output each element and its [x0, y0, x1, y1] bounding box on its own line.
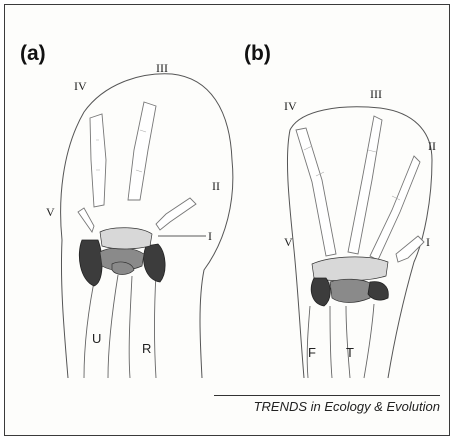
panel-a-digit-iv-label: IV	[74, 80, 87, 92]
panel-b-tarsal-right	[368, 282, 388, 300]
panel-b-digit-ii-label: II	[428, 140, 436, 152]
panel-a-digit-iii	[128, 102, 156, 200]
panel-b-digit-iv-label: IV	[284, 100, 297, 112]
panel-b-tarsal-mid	[330, 279, 372, 302]
panel-a-digit-v-label: V	[46, 206, 55, 218]
credit-rule	[214, 395, 440, 396]
panel-b-tibia	[346, 306, 350, 378]
panel-a-radius-edge	[155, 274, 157, 378]
panel-b-fibula-label: F	[308, 346, 316, 359]
panel-b-fibula	[307, 306, 310, 378]
panel-a-digit-ii	[156, 198, 196, 230]
panel-a-carpal-ulnar	[79, 240, 102, 286]
panel-a-label: (a)	[20, 42, 46, 66]
panel-a-carpal-radial	[144, 244, 165, 282]
panel-a-digit-v	[78, 208, 94, 232]
panel-b-digit-iv	[296, 128, 336, 256]
panel-b-digit-iii-label: III	[370, 88, 382, 100]
panel-a-carpal-distal	[100, 228, 152, 249]
panel-b-digit-v-label: V	[284, 236, 293, 248]
panel-b-drawing	[287, 107, 432, 378]
panel-b-tibia-edge	[364, 304, 374, 378]
panel-a-drawing	[61, 74, 233, 378]
panel-a-ulna-label: U	[92, 332, 101, 345]
panel-a-digit-i-label: I	[208, 230, 212, 242]
panel-b-digit-i	[396, 236, 424, 262]
panel-a-radius	[129, 276, 132, 378]
panel-b-digit-iii	[348, 116, 382, 254]
panel-a-digit-ii-label: II	[212, 180, 220, 192]
panel-b-label: (b)	[244, 42, 271, 66]
panel-b-tarsal-row	[312, 257, 388, 281]
journal-credit: TRENDS in Ecology & Evolution	[214, 399, 440, 414]
panel-a-ulna-edge	[108, 275, 118, 378]
panel-a-ulna	[84, 272, 96, 378]
panel-b-fibula-edge	[330, 306, 332, 378]
panel-a-radius-label: R	[142, 342, 151, 355]
panel-a-digit-iv	[90, 114, 106, 207]
panel-b-digit-i-label: I	[426, 236, 430, 248]
panel-a-digit-iii-label: III	[156, 62, 168, 74]
panel-b-tarsal-left	[311, 278, 330, 306]
panel-b-tibia-label: T	[346, 346, 354, 359]
